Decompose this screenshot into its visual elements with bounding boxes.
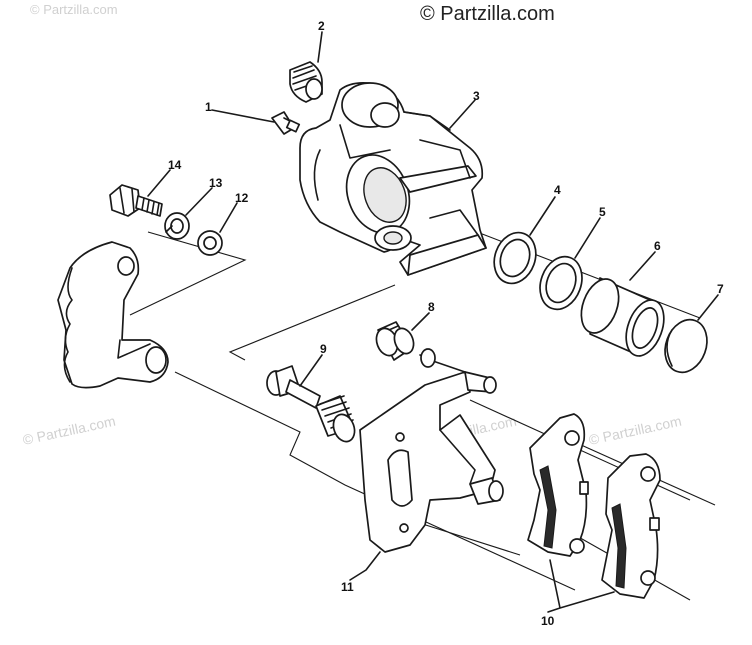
bolt-part-14 bbox=[109, 184, 163, 217]
callout-11: 11 bbox=[341, 580, 354, 594]
callout-4: 4 bbox=[554, 183, 561, 197]
callout-1: 1 bbox=[205, 100, 212, 114]
callout-12: 12 bbox=[235, 191, 249, 205]
watermark-mid-left: © Partzilla.com bbox=[21, 413, 117, 448]
brake-pad-inner-part-10 bbox=[527, 413, 589, 557]
watermark-top-left: © Partzilla.com bbox=[30, 2, 118, 17]
callout-13: 13 bbox=[209, 176, 223, 190]
bleeder-screw-part-1 bbox=[271, 111, 301, 135]
caliper-bracket-part-11 bbox=[359, 348, 504, 553]
callout-10: 10 bbox=[541, 614, 555, 628]
callout-5: 5 bbox=[599, 205, 606, 219]
watermark-right: © Partzilla.com bbox=[587, 413, 683, 448]
piston-part-6 bbox=[580, 277, 665, 357]
brake-pad-outer-part-10 bbox=[601, 453, 661, 599]
callout-7: 7 bbox=[717, 282, 724, 296]
watermark-top-right: © Partzilla.com bbox=[420, 3, 555, 25]
seal-ring-part-4 bbox=[493, 231, 537, 285]
callout-labels: 1 2 3 4 5 6 7 8 9 10 11 12 13 14 bbox=[168, 19, 724, 628]
callout-9: 9 bbox=[320, 342, 327, 356]
callout-3: 3 bbox=[473, 89, 480, 103]
caliper-body-part-3 bbox=[299, 82, 487, 276]
callout-14: 14 bbox=[168, 158, 182, 172]
slide-pin-part-9 bbox=[266, 365, 356, 443]
callout-2: 2 bbox=[318, 19, 325, 33]
bleeder-cap-part-2 bbox=[289, 61, 323, 103]
torque-bracket bbox=[57, 241, 169, 389]
callout-8: 8 bbox=[428, 300, 435, 314]
dust-cap-part-7 bbox=[664, 318, 708, 374]
seal-ring-part-5 bbox=[539, 255, 583, 311]
lock-washer-part-13 bbox=[164, 212, 190, 240]
leader-lines bbox=[147, 31, 719, 613]
pin-boot-part-8 bbox=[375, 321, 415, 361]
washer-part-12 bbox=[197, 230, 223, 256]
callout-6: 6 bbox=[654, 239, 661, 253]
